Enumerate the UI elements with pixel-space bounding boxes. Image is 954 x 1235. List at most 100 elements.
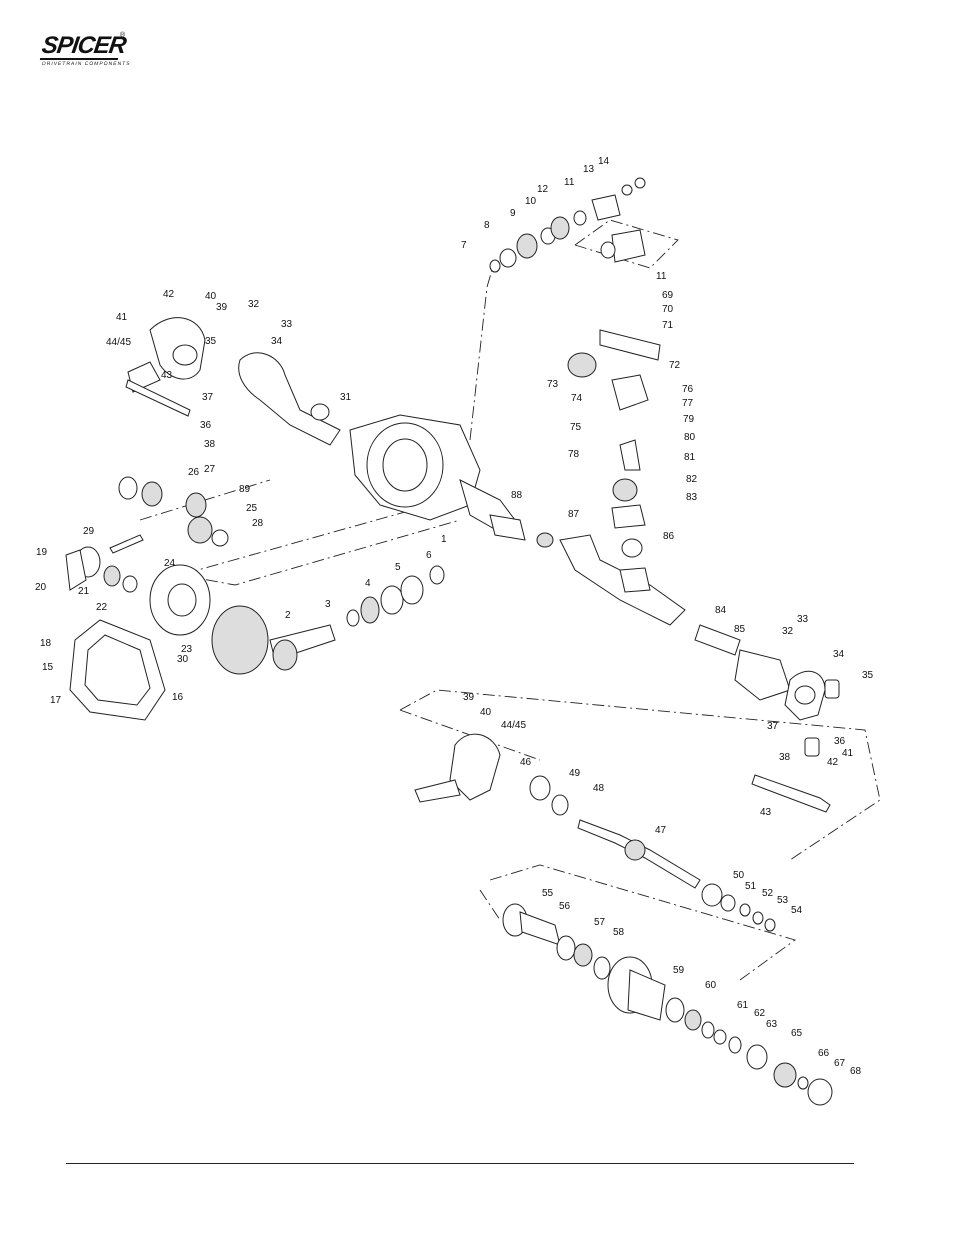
callout-label: 54 <box>791 905 803 916</box>
callout-label: 81 <box>684 452 696 463</box>
callout-label: 23 <box>181 644 193 655</box>
right-steering-knuckle <box>751 670 840 813</box>
callout-label: 44/45 <box>501 720 526 731</box>
callout-label: 79 <box>683 414 695 425</box>
callout-label: 85 <box>734 624 746 635</box>
callout-label: 33 <box>797 614 809 625</box>
callout-label: 11 <box>656 271 667 282</box>
callout-label: 68 <box>850 1066 862 1077</box>
callout-label: 47 <box>655 825 667 836</box>
left-steering-knuckle <box>125 317 206 417</box>
callout-label: 83 <box>686 492 698 503</box>
differential-cover <box>69 619 166 721</box>
callout-label: 35 <box>862 670 874 681</box>
callout-label: 37 <box>202 392 214 403</box>
callout-label: 39 <box>216 302 228 313</box>
callout-label: 32 <box>248 299 260 310</box>
callout-label: 53 <box>777 895 789 906</box>
callout-label: 51 <box>745 881 757 892</box>
callout-label: 42 <box>163 289 175 300</box>
left-axle-tube <box>238 352 341 446</box>
callout-label: 28 <box>252 518 264 529</box>
callout-label: 42 <box>827 757 839 768</box>
guide-lines <box>139 219 881 981</box>
shift-assembly <box>567 329 661 529</box>
callout-label: 61 <box>737 1000 749 1011</box>
callout-label: 48 <box>593 783 605 794</box>
callout-label: 13 <box>583 164 595 175</box>
callout-label: 8 <box>484 220 490 231</box>
callout-label: 41 <box>116 312 128 323</box>
callout-label: 77 <box>682 398 694 409</box>
callout-label: 36 <box>200 420 212 431</box>
spicer-logo: SPICER ® DRIVETRAIN COMPONENTS <box>38 30 131 74</box>
callout-label: 30 <box>177 654 189 665</box>
callout-label: 3 <box>325 599 331 610</box>
callout-label: 31 <box>340 392 352 403</box>
callout-label: 78 <box>568 449 580 460</box>
callout-label: 14 <box>598 156 610 167</box>
callout-label: 39 <box>463 692 475 703</box>
callout-label: 12 <box>537 184 549 195</box>
lower-knuckle-and-shaft <box>414 733 776 932</box>
callout-label: 18 <box>40 638 52 649</box>
callout-label: 55 <box>542 888 554 899</box>
callout-label: 24 <box>164 558 176 569</box>
callout-label: 4 <box>365 578 371 589</box>
callout-label: 84 <box>715 605 727 616</box>
callout-label: 71 <box>662 320 674 331</box>
callout-label: 36 <box>834 736 846 747</box>
callout-label: 80 <box>684 432 696 443</box>
callout-label: 43 <box>760 807 772 818</box>
callout-label: 19 <box>36 547 48 558</box>
callout-label: 41 <box>842 748 854 759</box>
callout-label: 72 <box>669 360 681 371</box>
callout-label: 69 <box>662 290 674 301</box>
callout-label: 70 <box>662 304 674 315</box>
callout-label: 87 <box>568 509 580 520</box>
callout-label: 26 <box>188 467 200 478</box>
callout-label: 82 <box>686 474 698 485</box>
callout-label: 16 <box>172 692 184 703</box>
callout-label: 44/45 <box>106 337 131 348</box>
callout-label: 5 <box>395 562 401 573</box>
callout-label: 38 <box>779 752 791 763</box>
callout-label: 1 <box>441 534 447 545</box>
callout-label: 37 <box>767 721 779 732</box>
callout-label: 46 <box>520 757 532 768</box>
callout-label: 86 <box>663 531 675 542</box>
callout-label: 65 <box>791 1028 803 1039</box>
callout-label: 59 <box>673 965 685 976</box>
callout-label: 6 <box>426 550 432 561</box>
callout-label: 29 <box>83 526 95 537</box>
callout-label: 66 <box>818 1048 830 1059</box>
callout-label: 56 <box>559 901 571 912</box>
callout-label: 21 <box>78 586 90 597</box>
callout-label: 75 <box>570 422 582 433</box>
callout-label: 22 <box>96 602 108 613</box>
callout-label: 25 <box>246 503 258 514</box>
callout-label: 20 <box>35 582 47 593</box>
wheel-hub-assembly <box>502 903 833 1106</box>
callout-label: 89 <box>239 484 251 495</box>
callout-label: 10 <box>525 196 537 207</box>
callout-label: 9 <box>510 208 516 219</box>
callout-label: 52 <box>762 888 774 899</box>
callout-label: 11 <box>564 177 575 188</box>
callout-label: 49 <box>569 768 581 779</box>
right-axle-shaft <box>489 514 791 701</box>
callout-label: 34 <box>271 336 283 347</box>
pinion-yoke-parts <box>489 177 646 273</box>
footer-rule <box>66 1163 854 1164</box>
callout-label: 88 <box>511 490 523 501</box>
callout-label: 40 <box>205 291 217 302</box>
callout-label: 63 <box>766 1019 778 1030</box>
callout-label: 2 <box>285 610 291 621</box>
callout-label: 35 <box>205 336 217 347</box>
callout-label: 62 <box>754 1008 766 1019</box>
callout-label: 50 <box>733 870 745 881</box>
callout-label: 67 <box>834 1058 846 1069</box>
callout-label: 76 <box>682 384 694 395</box>
